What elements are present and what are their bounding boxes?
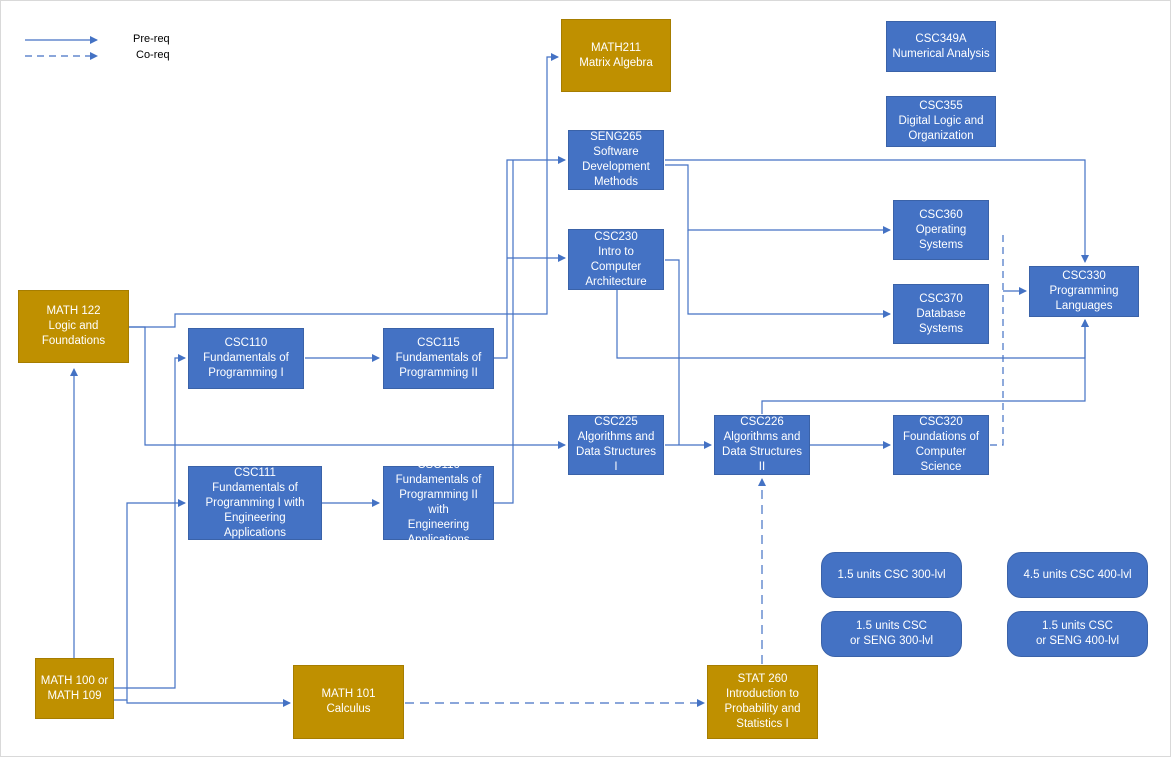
course-math101[interactable]: MATH 101 Calculus bbox=[293, 665, 404, 739]
course-csc111[interactable]: CSC111 Fundamentals of Programming I wit… bbox=[188, 466, 322, 540]
elective-csc-300[interactable]: 1.5 units CSC 300-lvl bbox=[821, 552, 962, 598]
edge-seng265-csc360 bbox=[665, 164, 891, 234]
course-csc116[interactable]: CSC116 Fundamentals of Programming II wi… bbox=[383, 459, 494, 546]
edge-math100-csc110 bbox=[105, 354, 186, 689]
course-csc349a[interactable]: CSC349A Numerical Analysis bbox=[886, 21, 996, 72]
elective-csc-seng-300[interactable]: 1.5 units CSC or SENG 300-lvl bbox=[821, 611, 962, 657]
edge-math100-csc111 bbox=[105, 499, 186, 701]
edge-math100-math101 bbox=[126, 699, 291, 707]
edge-math122-math211 bbox=[129, 53, 559, 328]
course-csc110[interactable]: CSC110 Fundamentals of Programming I bbox=[188, 328, 304, 389]
course-csc330[interactable]: CSC330 Programming Languages bbox=[1029, 266, 1139, 317]
edge-csc230-csc360 bbox=[665, 259, 680, 445]
elective-csc-seng-400[interactable]: 1.5 units CSC or SENG 400-lvl bbox=[1007, 611, 1148, 657]
course-csc320[interactable]: CSC320 Foundations of Computer Science bbox=[893, 415, 989, 475]
course-csc355[interactable]: CSC355 Digital Logic and Organization bbox=[886, 96, 996, 147]
course-csc115[interactable]: CSC115 Fundamentals of Programming II bbox=[383, 328, 494, 389]
legend-prereq-label: Pre-req bbox=[133, 33, 170, 45]
edge-csc115-seng265 bbox=[494, 156, 566, 359]
course-csc370[interactable]: CSC370 Database Systems bbox=[893, 284, 989, 344]
course-math122[interactable]: MATH 122 Logic and Foundations bbox=[18, 290, 129, 363]
course-math211[interactable]: MATH211 Matrix Algebra bbox=[561, 19, 671, 92]
course-math100[interactable]: MATH 100 or MATH 109 bbox=[35, 658, 114, 719]
course-seng265[interactable]: SENG265 Software Development Methods bbox=[568, 130, 664, 190]
edge-seng265-csc330 bbox=[665, 159, 1089, 263]
course-csc360[interactable]: CSC360 Operating Systems bbox=[893, 200, 989, 260]
edge-csc226-csc330 bbox=[761, 319, 1089, 414]
course-csc225[interactable]: CSC225 Algorithms and Data Structures I bbox=[568, 415, 664, 475]
course-csc226[interactable]: CSC226 Algorithms and Data Structures II bbox=[714, 415, 810, 475]
course-stat260[interactable]: STAT 260 Introduction to Probability and… bbox=[707, 665, 818, 739]
legend-coreq-label: Co-req bbox=[136, 49, 170, 61]
course-csc230[interactable]: CSC230 Intro to Computer Architecture bbox=[568, 229, 664, 290]
edge-seng265-csc370 bbox=[687, 230, 891, 318]
edge-csc116-seng265 bbox=[494, 160, 514, 504]
edge-csc320-csc330-coreq bbox=[990, 230, 1004, 446]
edge-csc230-csc330 bbox=[616, 290, 1089, 359]
elective-csc-400[interactable]: 4.5 units CSC 400-lvl bbox=[1007, 552, 1148, 598]
